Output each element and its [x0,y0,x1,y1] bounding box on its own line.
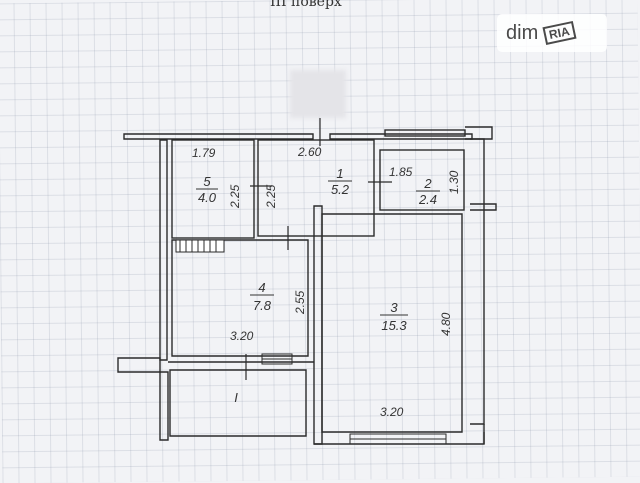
room-5-number: 5 [203,174,211,189]
dim-2-60: 2.60 [297,145,322,159]
room-3-area: 15.3 [381,318,407,333]
dim-1-85: 1.85 [389,165,413,179]
dimension-labels: 1.79 2.25 2.25 2.60 1.85 1.30 2.55 3.20 … [192,145,461,419]
room-1-area: 5.2 [331,182,350,197]
room-4-area: 7.8 [253,298,272,313]
dim-3-20-a: 3.20 [230,329,254,343]
dim-1-30: 1.30 [447,170,461,194]
dim-2-55: 2.55 [293,290,307,315]
dim-4-80: 4.80 [439,312,453,336]
walls [117,126,497,445]
room-2-area: 2.4 [418,192,437,207]
room-1-number: 1 [336,166,343,181]
dim-2-25-a: 2.25 [228,184,242,209]
door-markers [245,118,392,380]
blurred-stamp [290,70,346,118]
dim-3-20-b: 3.20 [380,405,404,419]
dim-2-25-b: 2.25 [264,184,278,209]
room-4-number: 4 [258,280,265,295]
balcony-number: I [234,390,238,405]
room-5-area: 4.0 [198,190,217,205]
floor-title: III поверх [270,0,342,10]
room-3-number: 3 [390,300,398,315]
watermark-logo: dim RIA [497,14,607,52]
room-2-number: 2 [423,176,432,191]
watermark-text: dim [506,21,539,44]
room-labels: 5 4.0 1 5.2 2 2.4 3 15.3 4 7.8 I [196,166,440,405]
window-symbols [175,239,447,445]
dim-1-79: 1.79 [192,146,216,160]
